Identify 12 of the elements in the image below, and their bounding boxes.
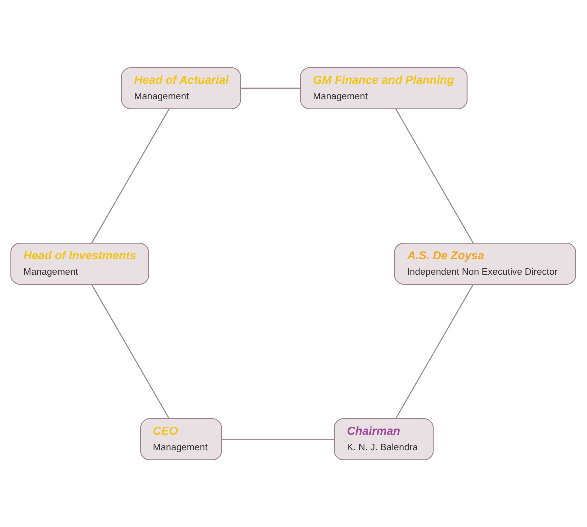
connector	[92, 284, 170, 418]
node-box: A.S. De Zoysa Independent Non Executive Director	[394, 242, 576, 284]
node-box: CEO Management	[140, 418, 222, 460]
connector	[241, 87, 301, 88]
node-box: Head of Investments Management	[10, 242, 150, 284]
connector	[396, 284, 474, 419]
node-box: GM Finance and Planning Management	[300, 66, 468, 109]
connector	[92, 108, 170, 243]
node-box: Head of Actuarial Management	[121, 66, 242, 109]
node-box: Chairman K. N. J. Balendra	[334, 418, 434, 460]
connector	[396, 108, 474, 243]
connector	[222, 438, 334, 440]
